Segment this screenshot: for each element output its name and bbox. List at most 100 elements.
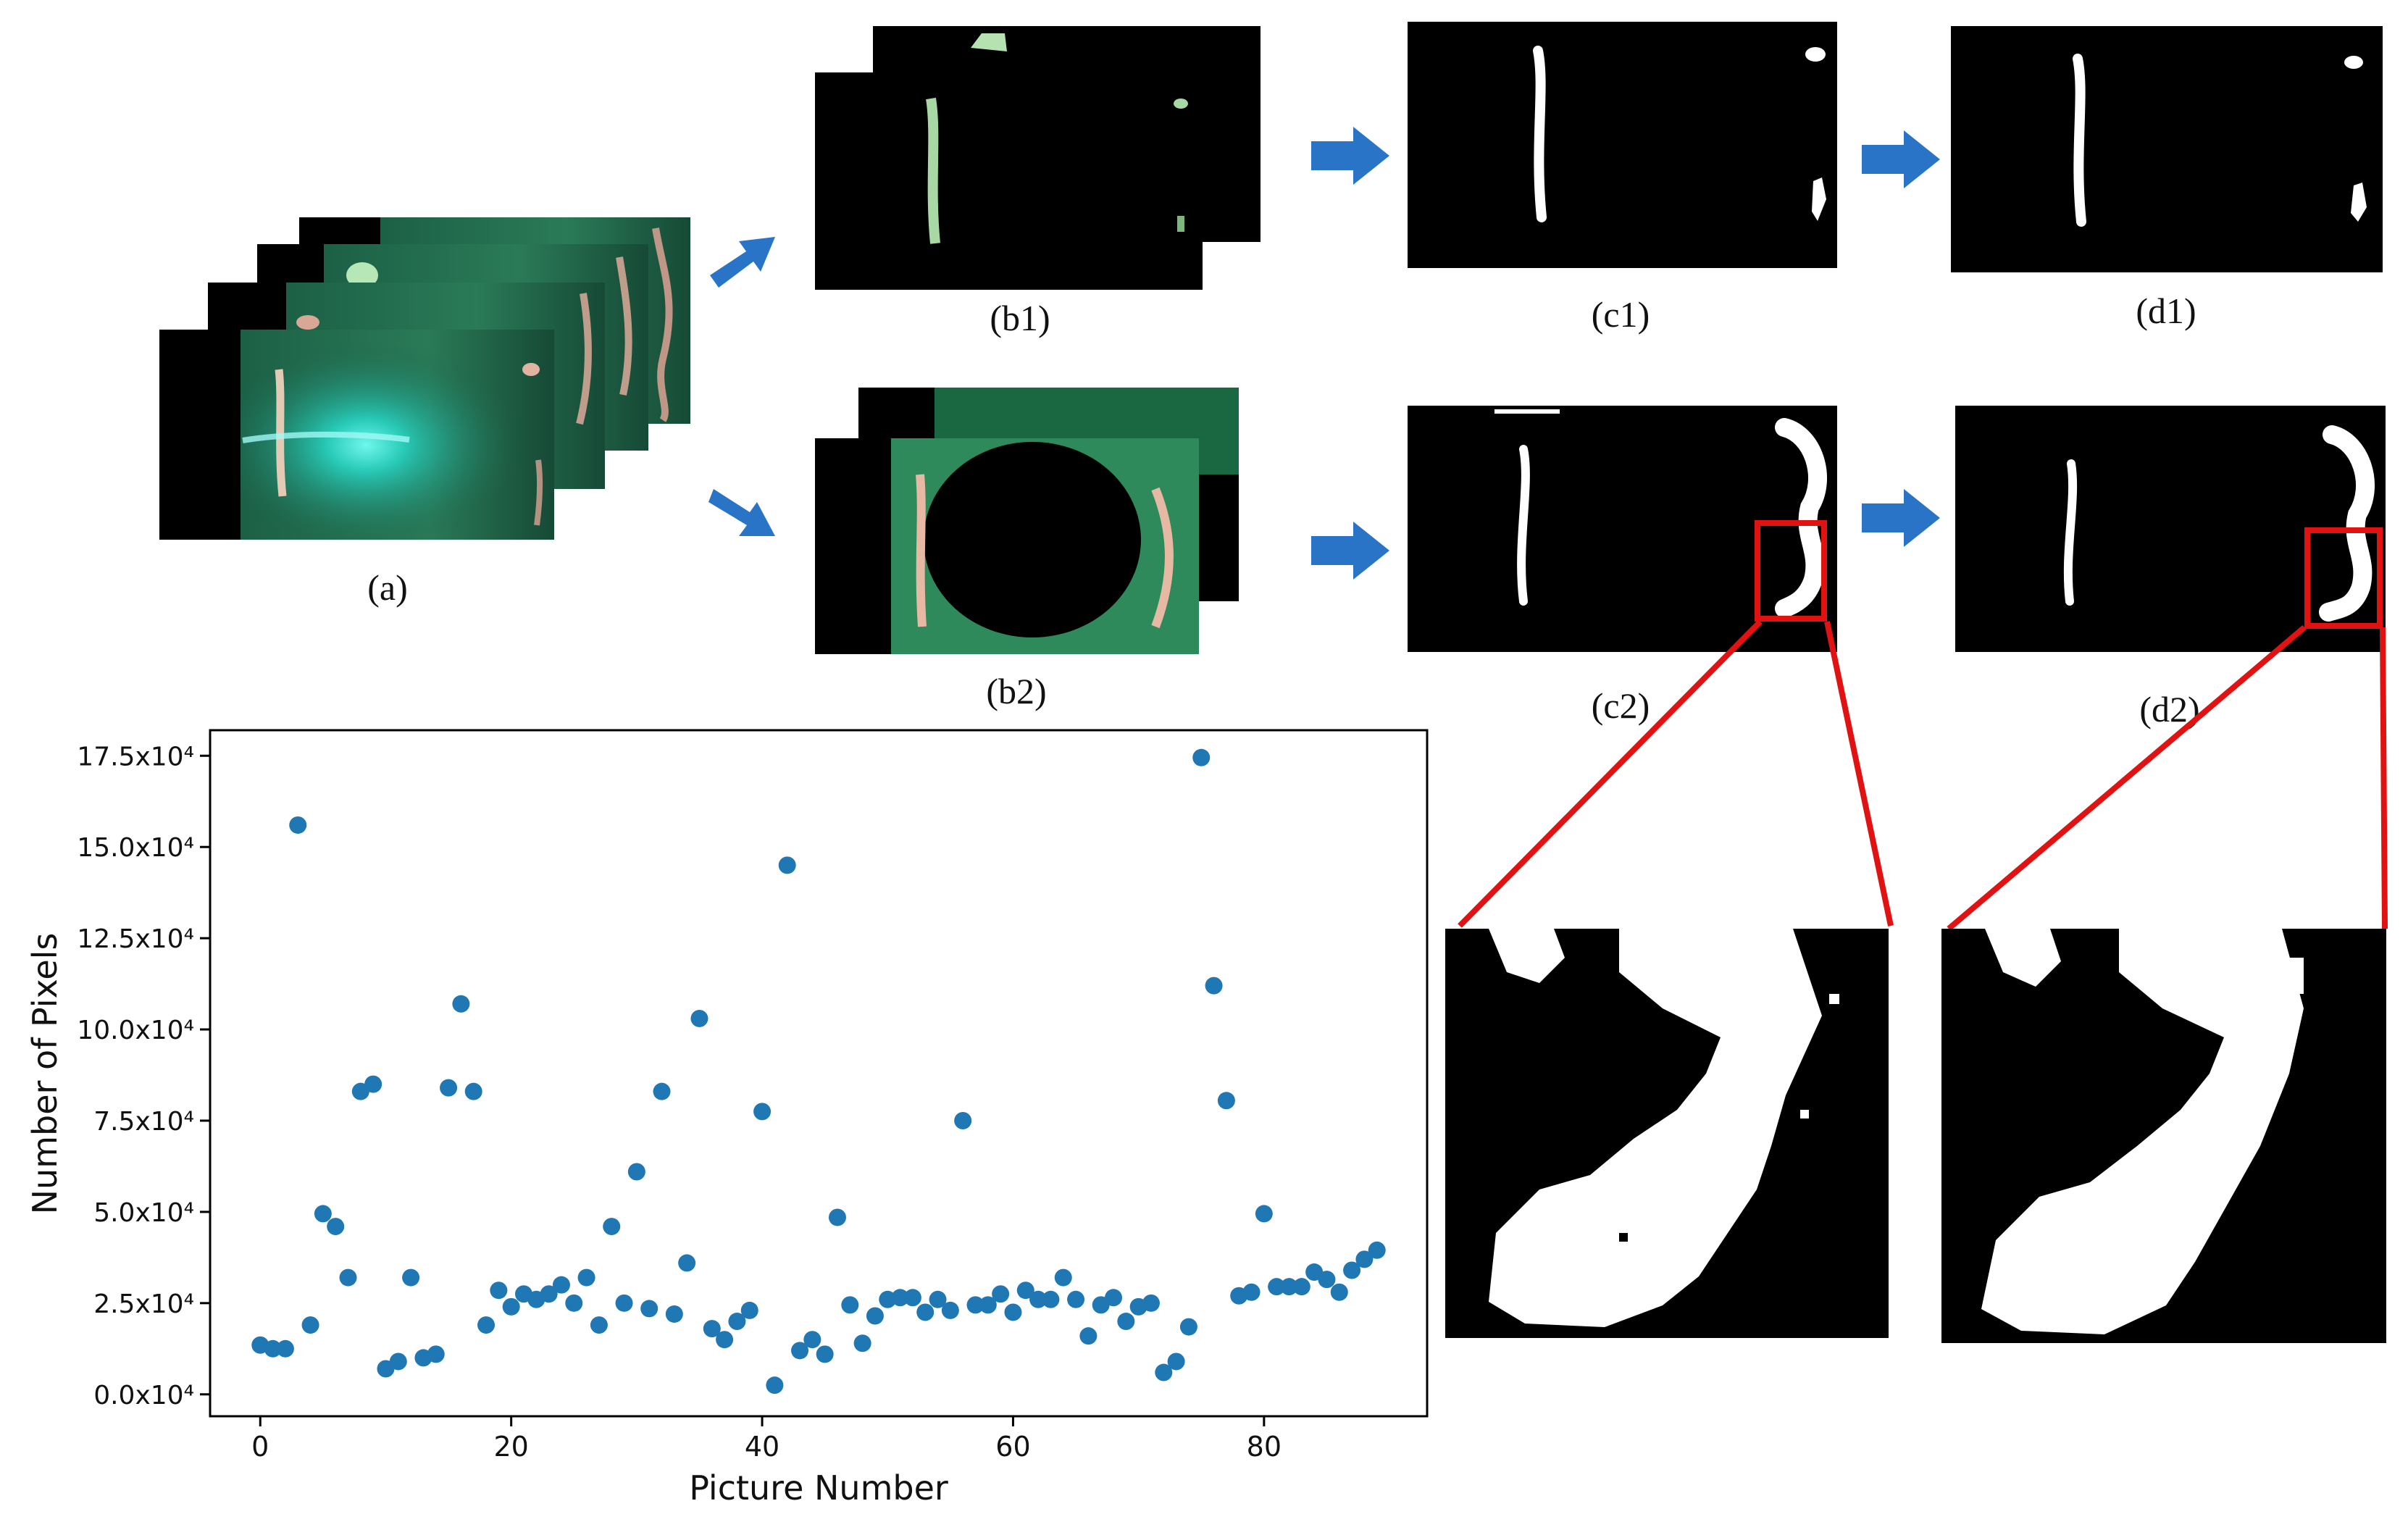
data-point	[264, 1339, 282, 1358]
data-point	[540, 1285, 558, 1303]
plot-frame	[209, 729, 1429, 1418]
data-point	[1004, 1303, 1022, 1321]
data-point	[565, 1294, 583, 1312]
data-point	[979, 1296, 997, 1314]
data-point	[364, 1075, 382, 1093]
zoomed-region-c2	[1445, 929, 1889, 1338]
data-point	[377, 1360, 395, 1378]
x-tick-label: 40	[745, 1431, 779, 1463]
data-point	[615, 1294, 633, 1312]
data-point	[339, 1268, 357, 1287]
zoomed-region-d2	[1941, 929, 2386, 1343]
data-point	[903, 1289, 921, 1307]
arrow-a-to-b1	[703, 221, 782, 293]
data-point	[841, 1296, 859, 1314]
y-tick-label: 2.5x10⁴	[93, 1289, 194, 1319]
caption-b2: (b2)	[986, 671, 1047, 711]
y-tick-label: 5.0x10⁴	[93, 1198, 194, 1228]
data-point	[577, 1268, 595, 1287]
data-point	[490, 1281, 508, 1300]
arrow-b2-to-c2	[1311, 518, 1391, 583]
data-point	[891, 1289, 909, 1307]
data-point	[276, 1339, 294, 1358]
x-tick-label: 60	[995, 1431, 1030, 1463]
caption-d1: (d1)	[2136, 290, 2196, 331]
data-point	[327, 1218, 345, 1236]
data-point	[1054, 1268, 1072, 1287]
data-point	[803, 1331, 822, 1349]
filtered-mask-d1	[1951, 26, 2383, 272]
data-point	[954, 1111, 972, 1129]
data-point	[389, 1352, 407, 1371]
data-point	[678, 1254, 696, 1272]
data-point	[740, 1301, 758, 1319]
data-point	[916, 1303, 935, 1321]
data-point	[627, 1163, 645, 1181]
data-point	[1268, 1278, 1286, 1296]
data-point	[1192, 748, 1211, 766]
data-point	[1179, 1318, 1197, 1336]
data-point	[816, 1345, 834, 1363]
data-point	[351, 1082, 369, 1100]
arrow-b1-to-c1	[1311, 123, 1391, 188]
data-point	[1155, 1363, 1173, 1381]
data-point	[1318, 1271, 1336, 1289]
segmented-frames-b1	[815, 26, 1264, 290]
data-point	[753, 1103, 772, 1121]
data-point	[716, 1331, 734, 1349]
data-point	[402, 1268, 420, 1287]
data-point	[640, 1300, 659, 1318]
data-point	[1280, 1278, 1298, 1296]
data-point	[590, 1316, 608, 1334]
data-point	[1079, 1327, 1098, 1345]
data-point	[766, 1376, 784, 1395]
caption-d2: (d2)	[2139, 689, 2200, 729]
data-point	[301, 1316, 319, 1334]
binary-mask-c2	[1408, 406, 1837, 652]
data-point	[1067, 1290, 1085, 1308]
caption-a: (a)	[367, 567, 408, 608]
data-point	[828, 1208, 846, 1226]
data-point	[778, 856, 796, 874]
data-point	[1343, 1261, 1361, 1279]
data-point	[1105, 1289, 1123, 1307]
data-point	[1016, 1281, 1034, 1300]
data-point	[502, 1297, 520, 1316]
data-point	[929, 1290, 947, 1308]
data-point	[1330, 1283, 1348, 1301]
data-point	[1217, 1092, 1235, 1110]
data-point	[1042, 1290, 1060, 1308]
input-frame-stack	[156, 214, 695, 547]
y-tick-label: 0.0x10⁴	[93, 1381, 194, 1410]
data-point	[1205, 977, 1223, 995]
data-point	[1292, 1278, 1310, 1296]
y-axis-label: Number of Pixels	[25, 933, 64, 1215]
data-point	[653, 1082, 671, 1100]
arrow-c2-to-d2	[1862, 485, 1941, 551]
data-point	[552, 1276, 570, 1294]
data-point	[866, 1307, 884, 1325]
data-point	[992, 1285, 1010, 1303]
data-point	[791, 1342, 809, 1360]
data-point	[1117, 1313, 1135, 1331]
arrow-a-to-b2	[706, 474, 786, 547]
binary-mask-c1	[1408, 22, 1837, 268]
data-point	[941, 1301, 959, 1319]
data-point	[1305, 1263, 1324, 1281]
y-tick-label: 17.5x10⁴	[77, 742, 194, 772]
data-point	[452, 995, 470, 1013]
data-point	[1167, 1352, 1185, 1371]
data-point	[1242, 1283, 1261, 1301]
data-point	[1142, 1294, 1160, 1312]
y-tick-label: 7.5x10⁴	[93, 1107, 194, 1137]
x-tick-label: 20	[493, 1431, 528, 1463]
data-point	[966, 1296, 984, 1314]
data-point	[314, 1205, 332, 1223]
data-point	[464, 1082, 482, 1100]
data-point	[427, 1345, 445, 1363]
y-tick-label: 12.5x10⁴	[77, 924, 194, 954]
data-point	[690, 1009, 708, 1027]
y-tick-label: 15.0x10⁴	[77, 833, 194, 863]
data-point	[1255, 1205, 1273, 1223]
